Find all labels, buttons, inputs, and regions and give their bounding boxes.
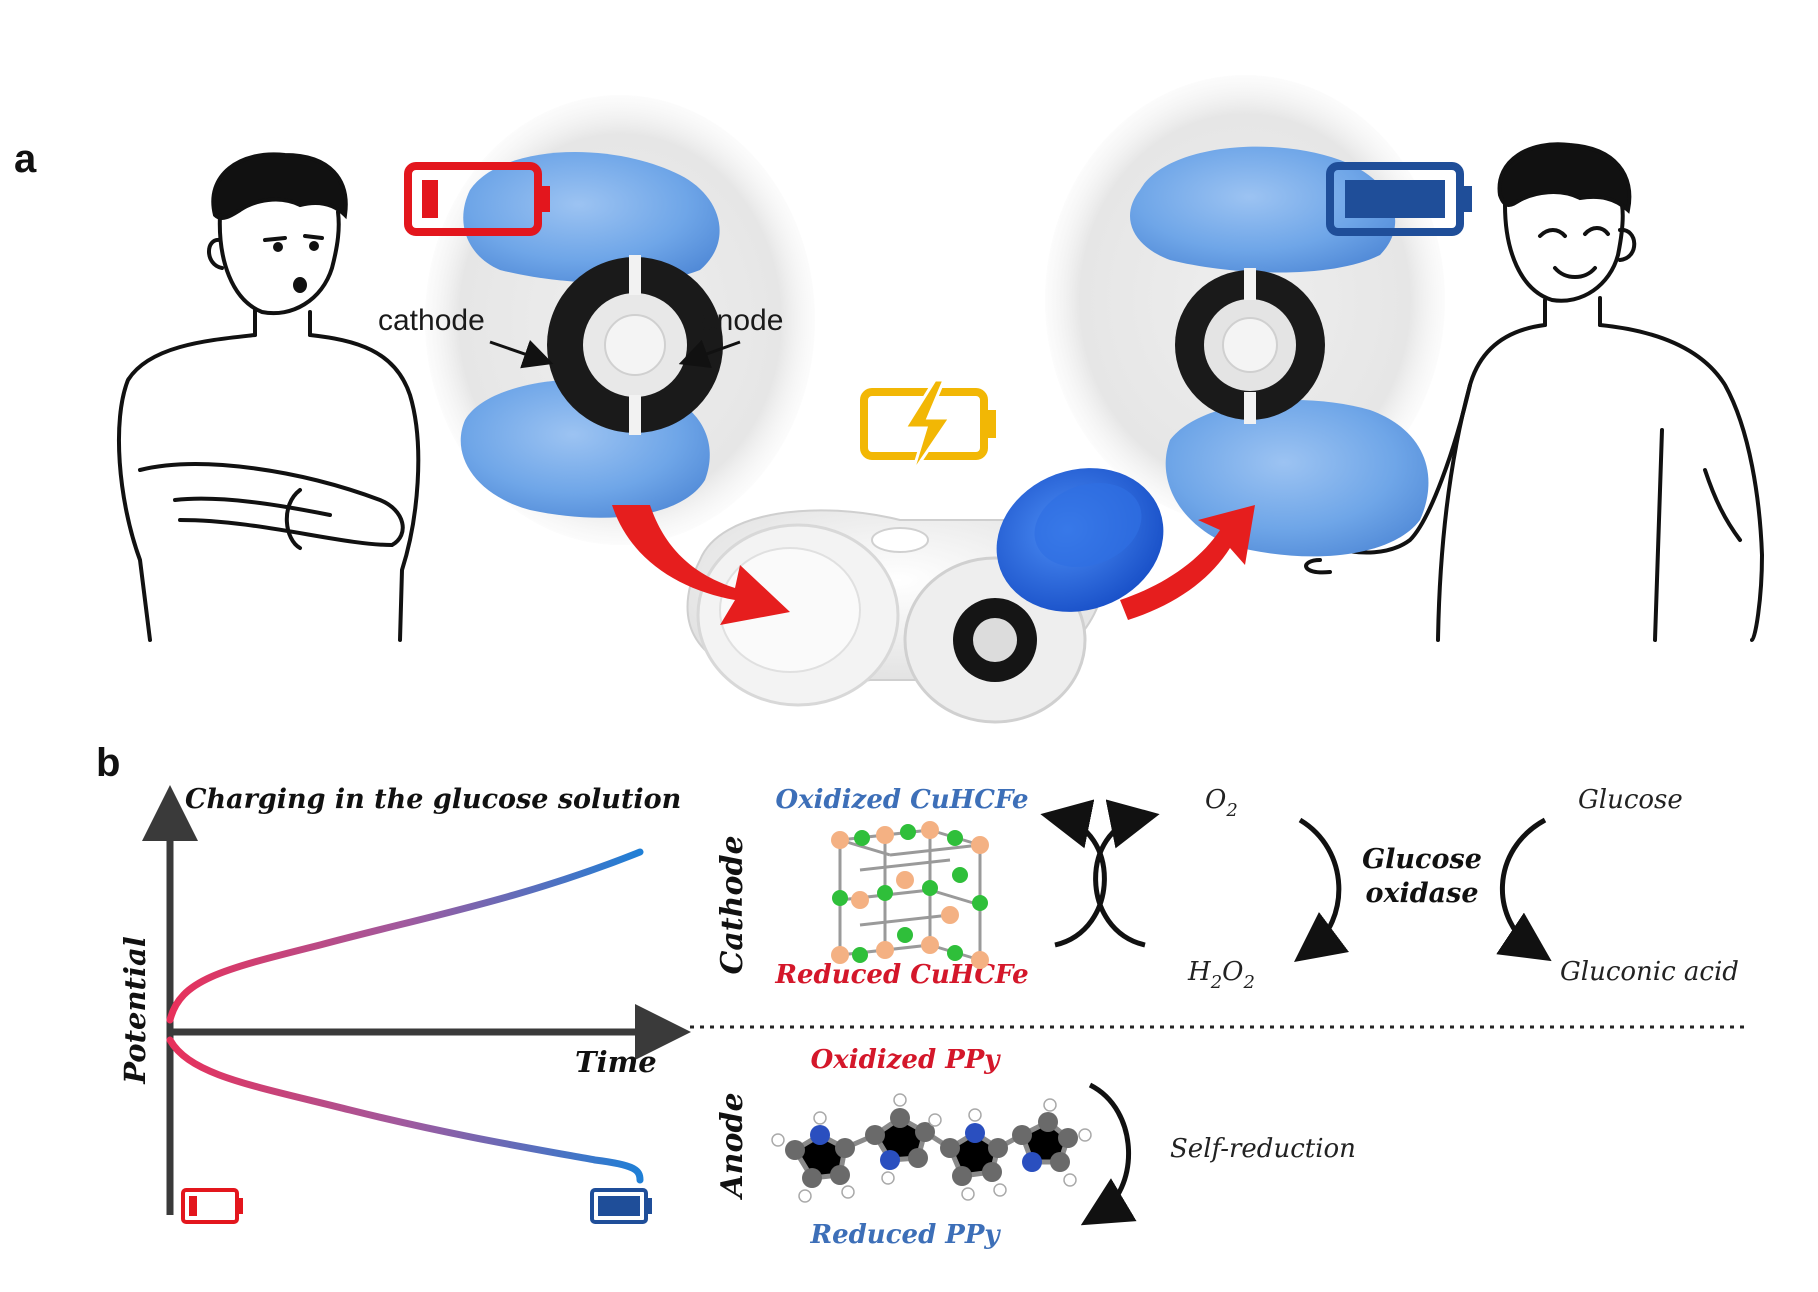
battery-full-small-icon xyxy=(590,1188,652,1224)
self-reduction-arrow xyxy=(1080,1082,1137,1226)
reduced-cuhcfe-label: Reduced CuHCFe xyxy=(774,960,1028,990)
battery-full-icon xyxy=(1326,162,1472,236)
glove-top xyxy=(463,152,720,284)
red-arrow-in-icon xyxy=(612,505,790,625)
person-unhappy xyxy=(117,152,421,642)
o2-to-h2o2-arrow xyxy=(1294,817,1350,963)
cathode-potential-curve xyxy=(166,848,644,1024)
anode-section: Anode Oxidized PPy Reduced PPy xyxy=(715,1045,1356,1250)
cathode-side-label: Cathode xyxy=(715,835,750,974)
battery-low-icon xyxy=(404,162,550,236)
cuhcfe-crystal-structure xyxy=(831,821,989,969)
self-reduction-label: Self-reduction xyxy=(1170,1134,1356,1164)
anode-label: anode xyxy=(700,304,783,337)
oxidized-cuhcfe-label: Oxidized CuHCFe xyxy=(775,785,1028,815)
enzyme-label-line1: Glucose xyxy=(1362,844,1482,875)
cathode-pointer-arrow xyxy=(489,339,554,369)
gluconic-acid-label: Gluconic acid xyxy=(1560,957,1739,987)
oxidized-ppy-label: Oxidized PPy xyxy=(811,1045,1002,1075)
crossing-arrow-up-right xyxy=(1093,799,1160,948)
oxygen-label: O2 xyxy=(1205,785,1238,821)
enzyme-label-line2: oxidase xyxy=(1365,878,1478,909)
crossing-arrow-up-left xyxy=(1040,799,1107,948)
glucose-to-gluconic-arrow xyxy=(1496,817,1552,962)
charging-graph: Charging in the glucose solution Potenti… xyxy=(118,784,691,1224)
photo-before: cathode anode xyxy=(378,95,815,545)
person-happy xyxy=(1304,142,1765,642)
reduced-ppy-label: Reduced PPy xyxy=(809,1220,1001,1250)
cathode-label: cathode xyxy=(378,304,485,337)
lens-case xyxy=(686,468,1164,724)
glucose-label: Glucose xyxy=(1578,785,1683,815)
graph-title: Charging in the glucose solution xyxy=(185,784,681,815)
anode-side-label: Anode xyxy=(715,1092,750,1200)
hydrogen-peroxide-label: H2O2 xyxy=(1187,957,1255,993)
cathode-section: Cathode Oxidized CuHCFe Reduced CuHCFe xyxy=(715,785,1739,993)
battery-low-small-icon xyxy=(181,1188,243,1224)
red-arrow-out-icon xyxy=(1120,505,1255,620)
battery-charging-icon xyxy=(860,378,996,475)
anode-pointer-arrow xyxy=(678,339,741,369)
panel-label-b: b xyxy=(96,741,120,785)
panel-label-a: a xyxy=(14,137,37,181)
y-axis-label: Potential xyxy=(118,936,152,1085)
x-axis-label: Time xyxy=(575,1045,657,1079)
ppy-molecule xyxy=(771,1093,1092,1203)
anode-potential-curve xyxy=(166,1036,644,1184)
